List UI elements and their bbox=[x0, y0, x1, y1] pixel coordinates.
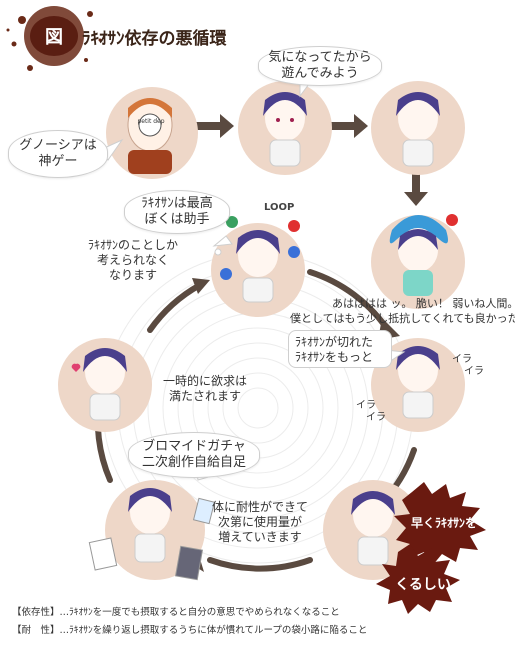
character-collect bbox=[88, 488, 216, 581]
speech-euphoria: あはははは ッ。 脆い！ 弱いね人間。 僕としてはもう少し抵抗してくれても良かっ… bbox=[290, 296, 515, 326]
label-tolerance-line-1: 体に耐性ができて bbox=[211, 500, 308, 514]
label-tolerance-line-2: 次第に使用量が bbox=[217, 515, 302, 529]
definition-tolerance: 【耐 性】…ﾗｷｵｻﾝを繰り返し摂取するうちに体が慣れてループの袋小路に陥ること bbox=[12, 622, 367, 636]
definition-dependency-key: 【依存性】 bbox=[12, 607, 60, 618]
label-thinking-line-3: なります bbox=[108, 268, 157, 282]
speech-withdrawal-line-2: ﾗｷｵｻﾝをもっと bbox=[295, 350, 374, 364]
speech-collect-line-1: ブロマイドガチャ bbox=[142, 439, 246, 454]
character-wait bbox=[396, 92, 440, 167]
speech-recommend-line-2: 神ゲー bbox=[38, 154, 78, 169]
speech-euphoria-line-2: 僕としてはもう少し抵抗してくれても良かったよ bbox=[290, 312, 515, 325]
speech-hooked: ﾗｷｵｻﾝは最高 ぼくは助手 bbox=[124, 190, 230, 234]
burst-text-2: くるしい bbox=[395, 577, 451, 593]
burst-text-1: 早くﾗｷｵｻﾝを bbox=[410, 516, 477, 530]
top-arrows bbox=[196, 114, 428, 206]
label-thinking: ﾗｷｵｻﾝのことしか 考えられなく なります bbox=[78, 238, 188, 283]
speech-recommend-line-1: グノーシアは bbox=[19, 138, 97, 153]
sfx-ira-4: イラ bbox=[366, 412, 386, 423]
sfx-ira-2: イラ bbox=[464, 366, 484, 377]
speech-withdrawal: ﾗｷｵｻﾝが切れた ﾗｷｵｻﾝをもっと bbox=[288, 330, 392, 368]
character-satisfied bbox=[71, 348, 127, 421]
speech-hooked-line-2: ぼくは助手 bbox=[144, 212, 210, 227]
character-euphoria bbox=[389, 214, 458, 296]
speech-try: 気になってたから 遊んでみよう bbox=[258, 46, 382, 86]
character-hooked bbox=[220, 216, 300, 303]
character-try bbox=[263, 92, 307, 167]
page-title: ﾗｷｵｻﾝ依存の悪循環 bbox=[82, 29, 227, 49]
sfx-ira-1: イラ bbox=[452, 354, 472, 365]
speech-recommend: グノーシアは 神ゲー bbox=[8, 130, 108, 178]
label-satisfied-line-1: 一時的に欲求は bbox=[162, 374, 247, 388]
definition-dependency: 【依存性】…ﾗｷｵｻﾝを一度でも摂取すると自分の意思でやめられなくなること bbox=[12, 604, 340, 618]
speech-hooked-line-1: ﾗｷｵｻﾝは最高 bbox=[141, 196, 213, 211]
sfx-ira-3: イラ bbox=[356, 400, 376, 411]
character-recommender bbox=[127, 98, 173, 174]
character-withdrawal bbox=[396, 346, 440, 419]
speech-collect-line-2: 二次創作自給自足 bbox=[141, 455, 246, 470]
speech-withdrawal-line-1: ﾗｷｵｻﾝが切れた bbox=[295, 335, 374, 349]
title-badge: 図 bbox=[30, 16, 78, 56]
craving-bursts bbox=[376, 482, 486, 614]
label-thinking-line-2: 考えられなく bbox=[96, 253, 169, 267]
definition-tolerance-key: 【耐 性】 bbox=[12, 625, 60, 636]
character-craving bbox=[351, 491, 395, 566]
definition-dependency-text: …ﾗｷｵｻﾝを一度でも摂取すると自分の意思でやめられなくなること bbox=[59, 607, 340, 618]
label-tolerance: 体に耐性ができて 次第に使用量が 増えていきます bbox=[200, 500, 320, 545]
label-satisfied: 一時的に欲求は 満たされます bbox=[150, 374, 260, 404]
speech-euphoria-line-1: あはははは ッ。 脆い！ 弱いね人間。 bbox=[332, 297, 515, 310]
loop-sfx: LOOP bbox=[264, 202, 295, 213]
speech-try-line-1: 気になってたから bbox=[268, 50, 372, 65]
speech-try-line-2: 遊んでみよう bbox=[281, 66, 359, 81]
speech-collect: ブロマイドガチャ 二次創作自給自足 bbox=[128, 432, 260, 478]
characters bbox=[71, 92, 458, 581]
label-satisfied-line-2: 満たされます bbox=[168, 389, 241, 403]
label-tolerance-line-3: 増えていきます bbox=[218, 530, 302, 544]
shirt-text: petit dep bbox=[137, 118, 165, 125]
label-thinking-line-1: ﾗｷｵｻﾝのことしか bbox=[87, 238, 178, 252]
definition-tolerance-text: …ﾗｷｵｻﾝを繰り返し摂取するうちに体が慣れてループの袋小路に陥ること bbox=[59, 625, 368, 636]
